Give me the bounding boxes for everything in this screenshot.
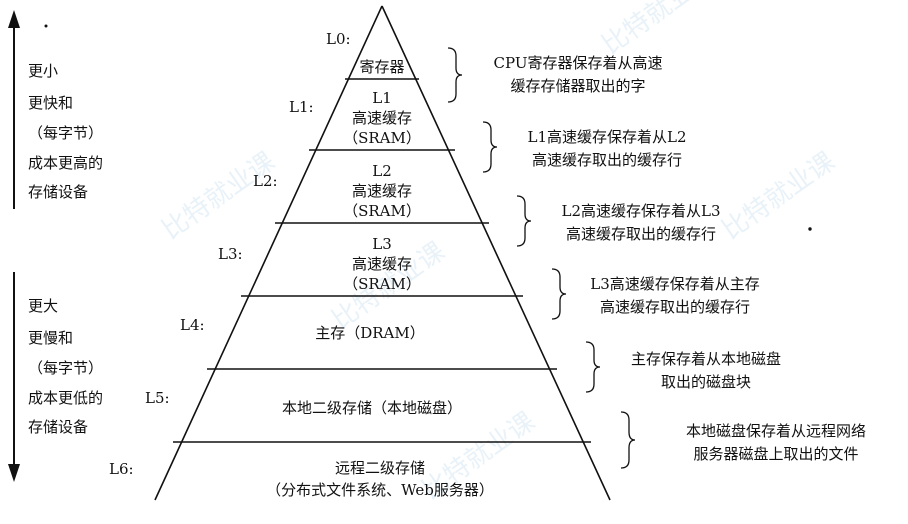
bottom-side-line: 更大 [28,297,58,315]
level-label: L0: [326,30,351,48]
description-l5: 本地磁盘保存着从远程网络 [686,422,866,440]
description-l1: 高速缓存取出的缓存行 [532,151,682,169]
brace-l1 [482,121,498,173]
l3-name: L3 [372,235,392,253]
down-arrow-icon [8,464,20,482]
description-l3: L3高速缓存保存着从主存 [590,275,760,293]
l1-tech: （SRAM） [343,129,421,147]
l2-tech: （SRAM） [343,202,421,220]
level-labels: L0: L1: L2: L3: L4: L5: L6: [109,30,351,478]
level-label: L3: [218,245,243,263]
level-label: L4: [180,316,205,334]
watermark-text: 比特就业课 [597,0,721,61]
remote-storage-label: 远程二级存储 [335,459,425,477]
up-arrow-icon [8,10,20,28]
braces [447,47,636,469]
watermark-text: 比特就业课 [157,147,281,246]
level-label: L6: [109,460,134,478]
bottom-side-line: 存储设备 [28,418,88,436]
watermark-text: 比特就业课 [717,147,841,246]
pyramid-right-edge [381,5,611,501]
top-side-line: 更小 [28,62,58,80]
main-memory-label: 主存（DRAM） [315,324,425,342]
l3-tech: （SRAM） [343,275,421,293]
local-storage-label: 本地二级存储（本地磁盘） [282,399,462,417]
stray-dot [44,24,48,28]
level-label: L5: [145,389,170,407]
level-label: L2: [253,172,278,190]
description-l2: L2高速缓存保存着从L3 [561,202,720,220]
description-l0: CPU寄存器保存着从高速 [494,54,663,72]
bottom-side-line: 成本更低的 [28,389,103,407]
description-l4: 主存保存着从本地磁盘 [631,350,781,368]
description-l0: 缓存存储器取出的字 [510,77,645,95]
bottom-side-line: 更慢和 [28,329,73,347]
level-label: L1: [289,98,314,116]
brace-l3 [551,268,567,320]
brace-l2 [516,195,532,247]
top-side-line: 成本更高的 [28,154,103,172]
description-l1: L1高速缓存保存着从L2 [527,128,686,146]
brace-l5 [620,411,636,469]
brace-l0 [447,47,463,103]
descriptions: CPU寄存器保存着从高速 缓存存储器取出的字 L1高速缓存保存着从L2 高速缓存… [494,54,866,463]
top-side-line: 更快和 [28,94,73,112]
l1-type: 高速缓存 [352,109,412,127]
description-l3: 高速缓存取出的缓存行 [600,298,750,316]
description-l4: 取出的磁盘块 [661,373,751,391]
bottom-side-line: （每字节） [28,359,103,377]
remote-storage-detail: （分布式文件系统、Web服务器） [266,481,494,499]
l1-name: L1 [372,89,392,107]
bottom-side-label: 更大 更慢和 （每字节） 成本更低的 存储设备 [28,297,103,436]
l2-type: 高速缓存 [352,182,412,200]
pyramid-left-edge [154,5,383,501]
description-l5: 服务器磁盘上取出的文件 [693,445,858,463]
pyramid [154,5,611,501]
side-arrows [8,10,20,482]
brace-l4 [585,341,601,393]
l2-name: L2 [372,162,392,180]
register-label: 寄存器 [359,58,404,76]
stray-dot [808,227,812,231]
top-side-line: 存储设备 [28,183,88,201]
description-l2: 高速缓存取出的缓存行 [566,225,716,243]
l3-type: 高速缓存 [352,255,412,273]
top-side-label: 更小 更快和 （每字节） 成本更高的 存储设备 [28,62,103,201]
pyramid-contents: 寄存器 L1 高速缓存 （SRAM） L2 高速缓存 （SRAM） L3 高速缓… [266,58,494,499]
top-side-line: （每字节） [28,124,103,142]
